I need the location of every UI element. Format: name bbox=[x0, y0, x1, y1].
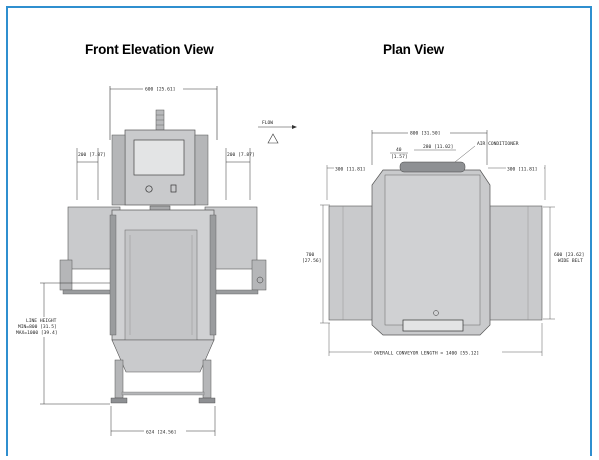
plan-display-panel bbox=[402, 319, 464, 332]
plan-belt-label: WIDE BELT bbox=[558, 258, 583, 264]
right-side-panel bbox=[194, 134, 209, 206]
power-button-icon bbox=[145, 185, 153, 193]
plan-conveyor-length-dim: OVERALL CONVEYOR LENGTH = 1400 [55.12] bbox=[374, 351, 479, 357]
right-ext-dim: 200 [7.87] bbox=[227, 152, 255, 158]
plan-height-dim: 700 bbox=[306, 252, 315, 258]
left-foot bbox=[110, 397, 128, 404]
plan-height-dim-in: [27.56] bbox=[302, 258, 321, 264]
left-side-panel bbox=[111, 134, 126, 206]
dim-40-in: [1.57] bbox=[391, 154, 408, 160]
flow-arrow-head bbox=[292, 125, 297, 129]
plan-outfeed-conveyor bbox=[486, 205, 543, 321]
right-foot bbox=[198, 397, 216, 404]
plan-button-icon bbox=[433, 310, 439, 316]
key-switch-icon bbox=[170, 184, 177, 193]
dim-280: 280 [11.02] bbox=[423, 144, 453, 150]
dim-40: 40 bbox=[396, 147, 402, 153]
plan-overall-width-dim: 800 [31.50] bbox=[410, 131, 440, 137]
air-conditioner-unit bbox=[399, 161, 466, 173]
left-ext-dim: 200 [7.87] bbox=[78, 152, 106, 158]
warning-icon bbox=[267, 133, 279, 144]
flow-label: FLOW bbox=[262, 120, 273, 126]
air-conditioner-label: AIR CONDITIONER bbox=[477, 141, 519, 147]
line-height-max: MAX=1000 [39.4] bbox=[16, 330, 58, 336]
panel-frame bbox=[6, 6, 592, 456]
base-width-dim: 624 [24.56] bbox=[146, 430, 176, 436]
front-top-width-dim: 600 [25.61] bbox=[145, 87, 175, 93]
line-height-label: LINE HEIGHT bbox=[26, 318, 57, 324]
plan-view-title: Plan View bbox=[383, 42, 444, 57]
plan-left-300-dim: 300 [11.81] bbox=[335, 167, 365, 173]
plan-infeed-conveyor bbox=[328, 205, 377, 321]
plan-right-300-dim: 300 [11.81] bbox=[507, 167, 537, 173]
touchscreen-display bbox=[133, 139, 185, 176]
plan-belt-dim: 600 [23.62] bbox=[554, 252, 584, 258]
front-elevation-title: Front Elevation View bbox=[85, 42, 214, 57]
line-height-min: MIN=800 [31.5] bbox=[18, 324, 57, 330]
